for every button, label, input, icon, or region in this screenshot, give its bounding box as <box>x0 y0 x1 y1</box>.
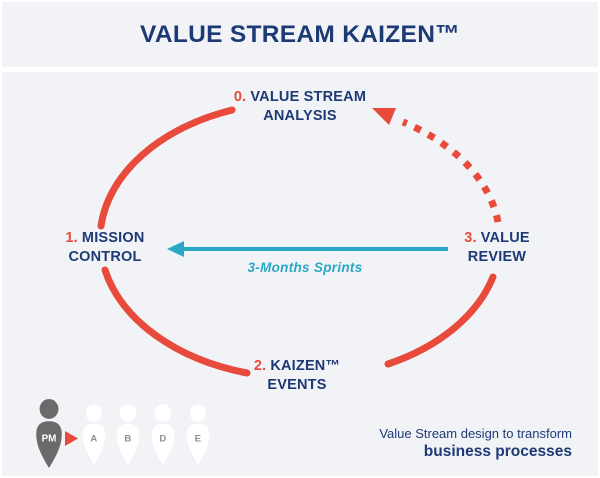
step-text: CONTROL <box>68 249 142 265</box>
sprint-arrow-label: 3-Months Sprints <box>247 260 363 275</box>
tagline-line1: Value Stream design to transform <box>379 426 572 441</box>
step-text: KAIZEN™ <box>270 358 341 374</box>
step-label-value-stream-analysis: 0.VALUE STREAM ANALYSIS <box>190 88 410 126</box>
person-icon: B <box>116 404 140 465</box>
step-label-value-review: 3.VALUE REVIEW <box>417 229 577 267</box>
footer-tagline: Value Stream design to transform busines… <box>379 425 572 462</box>
team-member-label: B <box>124 434 131 445</box>
step-text: VALUE <box>480 230 530 246</box>
step-label-mission-control: 1.MISSION CONTROL <box>25 229 185 267</box>
team-member-label: E <box>195 434 202 445</box>
team-member-label: A <box>90 434 97 445</box>
step-text: ANALYSIS <box>263 108 337 124</box>
page-title: VALUE STREAM KAIZEN™ <box>140 21 460 48</box>
step-number: 2. <box>253 358 267 374</box>
step-label-kaizen-events: 2.KAIZEN™ EVENTS <box>217 357 377 395</box>
step-text: VALUE STREAM <box>250 89 367 105</box>
person-icon: PM <box>36 399 62 468</box>
step-number: 3. <box>464 230 477 246</box>
step-text: EVENTS <box>267 377 327 393</box>
step-text: MISSION <box>81 230 145 246</box>
header-band: VALUE STREAM KAIZEN™ <box>2 2 598 67</box>
step-number: 1. <box>65 230 78 246</box>
team-member-label: D <box>159 434 166 445</box>
step-number: 0. <box>233 89 247 105</box>
team-lead-label: PM <box>42 434 57 445</box>
person-icon: E <box>186 404 210 465</box>
tagline-line2: business processes <box>423 443 572 460</box>
person-icon: A <box>82 404 106 465</box>
person-icon: D <box>151 404 175 465</box>
step-text: REVIEW <box>467 249 527 265</box>
